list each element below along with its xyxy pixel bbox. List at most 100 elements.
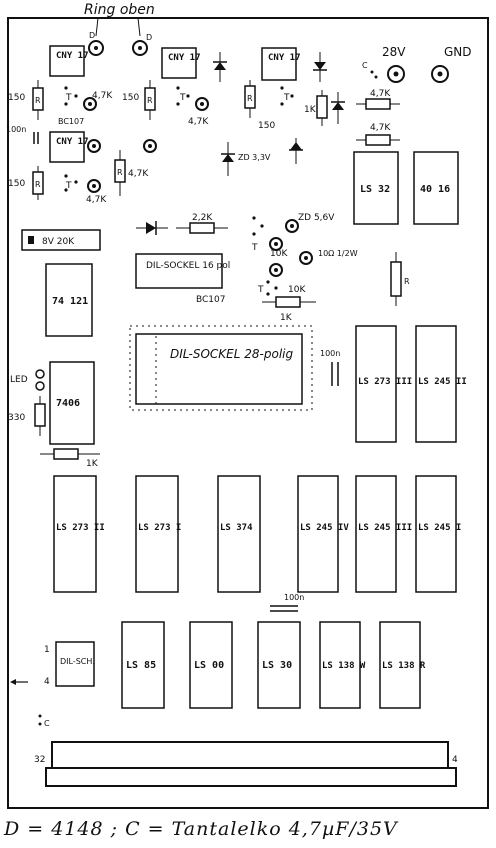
svg-text:R: R [35, 96, 41, 105]
svg-text:4: 4 [44, 677, 50, 687]
svg-text:4,7K: 4,7K [370, 123, 391, 133]
bc107-label: BC107 [58, 117, 84, 126]
chip-ls273-ii: LS 273 II [53, 475, 105, 593]
svg-text:D: D [146, 33, 152, 42]
svg-text:8V 20K: 8V 20K [42, 237, 75, 247]
svg-text:4,7K: 4,7K [370, 89, 391, 99]
optocoupler-cny17-1: CNY 17 [49, 45, 89, 77]
svg-text:4,7K: 4,7K [128, 169, 149, 179]
svg-text:ZD 5,6V: ZD 5,6V [298, 213, 335, 223]
svg-text:4,7K: 4,7K [86, 195, 107, 205]
diode-horizontal [136, 221, 168, 235]
svg-text:1K: 1K [280, 313, 293, 323]
resistor-2k2: 2,2K [176, 213, 228, 234]
svg-text:100n: 100n [284, 593, 304, 602]
resistor-150-2: R 150 [122, 80, 156, 120]
transistor-pads-2: T [176, 86, 190, 106]
svg-text:D: D [89, 31, 95, 40]
resistor-4k7-h1: 4,7K [356, 89, 400, 110]
svg-text:74 121: 74 121 [52, 296, 88, 307]
svg-text:DIL-SCH.: DIL-SCH. [60, 657, 95, 666]
resistor-150-1: R 150 [8, 80, 44, 120]
power-28v-terminal [387, 65, 405, 83]
chip-ls138-r: LS 138 R [379, 621, 426, 709]
svg-text:LS 273 I: LS 273 I [138, 523, 181, 533]
svg-text:LS 85: LS 85 [126, 660, 156, 671]
resistor-1k-lower: 1K [40, 448, 100, 469]
resistor-pad [299, 251, 313, 265]
svg-text:330: 330 [8, 413, 25, 423]
svg-text:150: 150 [122, 93, 139, 103]
svg-text:150: 150 [258, 121, 275, 131]
legend-note: D = 4148 ; C = Tantalelko 4,7µF/35V [4, 818, 398, 840]
gnd-terminal [431, 65, 449, 83]
svg-text:R: R [117, 168, 123, 177]
chip-7406: 7406 [49, 361, 95, 445]
svg-text:150: 150 [8, 93, 25, 103]
ring-oben-label: Ring oben [84, 2, 155, 18]
transistor-pads-1: T [64, 86, 78, 106]
chip-ls245-iv: LS 245 IV [297, 475, 349, 593]
svg-text:R: R [147, 96, 153, 105]
dil-switch: DIL-SCH. 1 4 [44, 641, 95, 687]
svg-text:T: T [257, 285, 264, 295]
optocoupler-cny17-2: CNY 17 [161, 47, 201, 79]
transistor-pads-3: T [280, 86, 294, 106]
chip-ls85: LS 85 [121, 621, 165, 709]
svg-text:1: 1 [44, 645, 50, 655]
resistor-pad [269, 237, 283, 251]
svg-text:LS 138 R: LS 138 R [382, 661, 426, 671]
resistor-150-4: R 150 [8, 166, 44, 200]
dil-socket-16: DIL-SOCKEL 16 pol [135, 253, 230, 289]
chip-ls30: LS 30 [257, 621, 301, 709]
resistor-pad [195, 97, 209, 111]
svg-text:100n: 100n [320, 349, 340, 358]
diode-1 [213, 52, 227, 82]
svg-text:LS 273 III: LS 273 III [358, 377, 412, 387]
trimpot-8v-20k: 8V 20K [21, 229, 101, 251]
svg-text:R: R [35, 180, 41, 189]
diode-3 [289, 138, 303, 164]
svg-text:7406: 7406 [56, 398, 80, 409]
resistor-4k7-h2: 4,7K [356, 123, 400, 146]
svg-text:ZD 3,3V: ZD 3,3V [238, 153, 271, 162]
transistor-pads-4: T [64, 174, 78, 192]
zener-diode-3v3: ZD 3,3V [221, 142, 271, 176]
svg-text:4: 4 [452, 755, 458, 765]
svg-text:LS 00: LS 00 [194, 660, 224, 671]
svg-text:R: R [404, 277, 410, 286]
optocoupler-cny17-4: CNY 17 [49, 131, 89, 163]
diode-2 [313, 52, 327, 82]
chip-ls245-iii: LS 245 III [355, 475, 412, 593]
svg-text:R: R [247, 94, 253, 103]
svg-text:CNY 17: CNY 17 [168, 53, 201, 63]
svg-text:10Ω 1/2W: 10Ω 1/2W [318, 249, 358, 258]
svg-text:T: T [179, 93, 186, 103]
svg-text:1K: 1K [86, 459, 99, 469]
svg-text:LS 30: LS 30 [262, 660, 292, 671]
chip-74121: 74 121 [45, 263, 93, 337]
svg-text:DIL-SOCKEL 16 pol: DIL-SOCKEL 16 pol [146, 261, 230, 271]
svg-text:1K: 1K [304, 105, 317, 115]
svg-text:10K: 10K [270, 249, 288, 259]
svg-text:10K: 10K [288, 285, 306, 295]
svg-text:LS 273 II: LS 273 II [56, 523, 105, 533]
resistor-pad [83, 97, 97, 111]
resistor-pad [143, 139, 157, 153]
svg-text:LS 245 IV: LS 245 IV [300, 523, 349, 533]
transistor-pads-5: T [251, 216, 264, 253]
chip-ls374: LS 374 [217, 475, 261, 593]
resistor-1k-horizontal: 1K [262, 296, 316, 323]
power-28v-label: 28V [382, 45, 406, 59]
svg-text:LS 138 W: LS 138 W [322, 661, 366, 671]
resistor-1k-vertical: 1K [304, 90, 328, 126]
gnd-label: GND [444, 45, 472, 59]
chip-ls245-ii: LS 245 II [415, 325, 467, 443]
svg-text:CNY 17: CNY 17 [56, 51, 89, 61]
dil-socket-28: DIL-SOCKEL 28-polig [129, 325, 313, 411]
resistor-150-3: R 150 [244, 80, 275, 131]
svg-text:C: C [362, 61, 368, 70]
chip-4016: 40 16 [413, 151, 459, 225]
svg-text:LS 245 I: LS 245 I [418, 523, 461, 533]
svg-text:T: T [65, 181, 72, 191]
